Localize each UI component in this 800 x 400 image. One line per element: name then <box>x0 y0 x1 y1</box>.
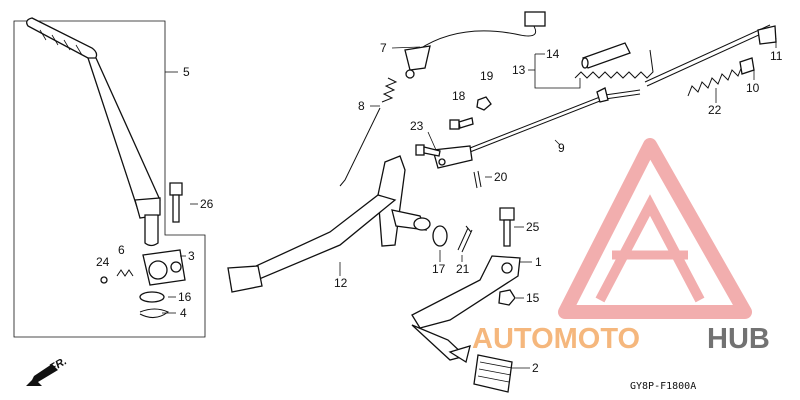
callout-16: 16 <box>178 290 192 304</box>
callout-20: 20 <box>494 170 508 184</box>
leader-lines <box>162 38 777 369</box>
kick-starter-arm <box>26 17 161 247</box>
washer-17 <box>432 225 448 247</box>
bolt-26 <box>169 182 183 223</box>
stop-switch-7 <box>404 11 546 79</box>
callout-22: 22 <box>708 103 722 117</box>
spring-6 <box>100 269 134 284</box>
callout-21: 21 <box>456 262 470 276</box>
spring-13 <box>574 49 654 79</box>
bolt-23 <box>415 144 441 157</box>
callout-6: 6 <box>118 243 125 257</box>
washer-16 <box>139 291 165 303</box>
callout-13: 13 <box>512 63 526 77</box>
front-direction-indicator: FR. <box>26 355 69 386</box>
cotter-pin-20 <box>473 170 482 189</box>
nut-15 <box>498 289 516 306</box>
callout-10: 10 <box>746 81 760 95</box>
callout-12: 12 <box>334 276 348 290</box>
callout-25: 25 <box>526 220 540 234</box>
bolt-18 <box>449 117 474 130</box>
nut-19 <box>476 96 492 111</box>
callout-18: 18 <box>452 89 466 103</box>
watermark-text-right: HUB <box>707 323 770 355</box>
callout-9: 9 <box>558 141 565 155</box>
callout-19: 19 <box>480 69 494 83</box>
callout-5: 5 <box>183 65 190 79</box>
callout-1: 1 <box>535 255 542 269</box>
circlip-4 <box>139 308 169 318</box>
brake-pedal-12 <box>227 155 431 293</box>
callout-4: 4 <box>180 306 187 320</box>
callout-17: 17 <box>432 262 446 276</box>
callout-24: 24 <box>96 255 110 269</box>
callout-3: 3 <box>188 249 195 263</box>
callouts: 5 26 3 6 24 16 4 7 8 14 13 19 18 23 9 20… <box>96 41 783 375</box>
pedal-rubber-2 <box>473 354 513 393</box>
boot-14 <box>581 42 631 69</box>
watermark-text-left: AUTOMOTO <box>472 323 640 355</box>
callout-11: 11 <box>770 49 783 63</box>
callout-14: 14 <box>546 47 560 61</box>
group-bracket-5 <box>13 20 206 338</box>
callout-7: 7 <box>380 41 387 55</box>
spring-8 <box>339 77 398 187</box>
callout-2: 2 <box>532 361 539 375</box>
direction-arrow-icon <box>26 364 58 386</box>
diagram-code: GY8P-F1800A <box>630 381 696 392</box>
cotter-pin-21 <box>457 225 473 253</box>
shift-arm-1 <box>411 255 521 364</box>
watermark-logo <box>558 138 752 319</box>
callout-8: 8 <box>358 99 365 113</box>
kick-spindle-holder <box>142 249 186 286</box>
brake-rod-9 <box>432 87 641 169</box>
bolt-25 <box>499 207 515 247</box>
callout-15: 15 <box>526 291 540 305</box>
direction-label: FR. <box>48 355 69 374</box>
spring-22 <box>687 65 743 97</box>
callout-26: 26 <box>200 197 214 211</box>
callout-23: 23 <box>410 119 424 133</box>
